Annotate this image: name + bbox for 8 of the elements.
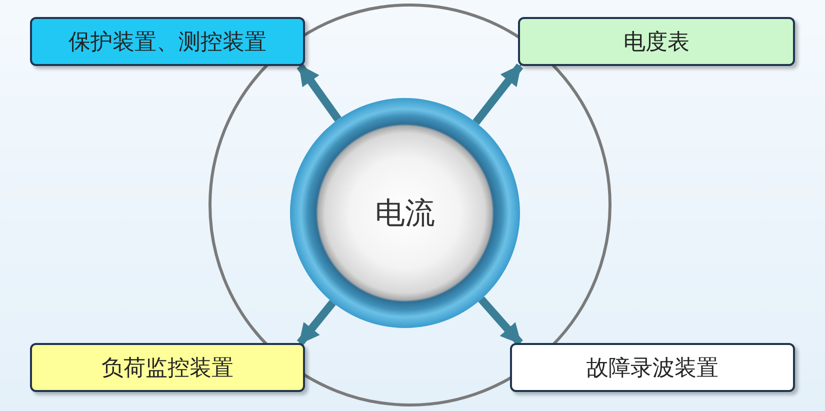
device-box: 保护装置、测控装置: [30, 17, 305, 66]
device-box: 负荷监控装置: [30, 343, 305, 392]
arrow: [296, 64, 342, 122]
arrow: [478, 296, 523, 346]
device-box: 电度表: [518, 17, 795, 66]
arrow: [472, 64, 524, 125]
arrow: [296, 300, 336, 346]
device-box: 故障录波装置: [510, 343, 795, 392]
